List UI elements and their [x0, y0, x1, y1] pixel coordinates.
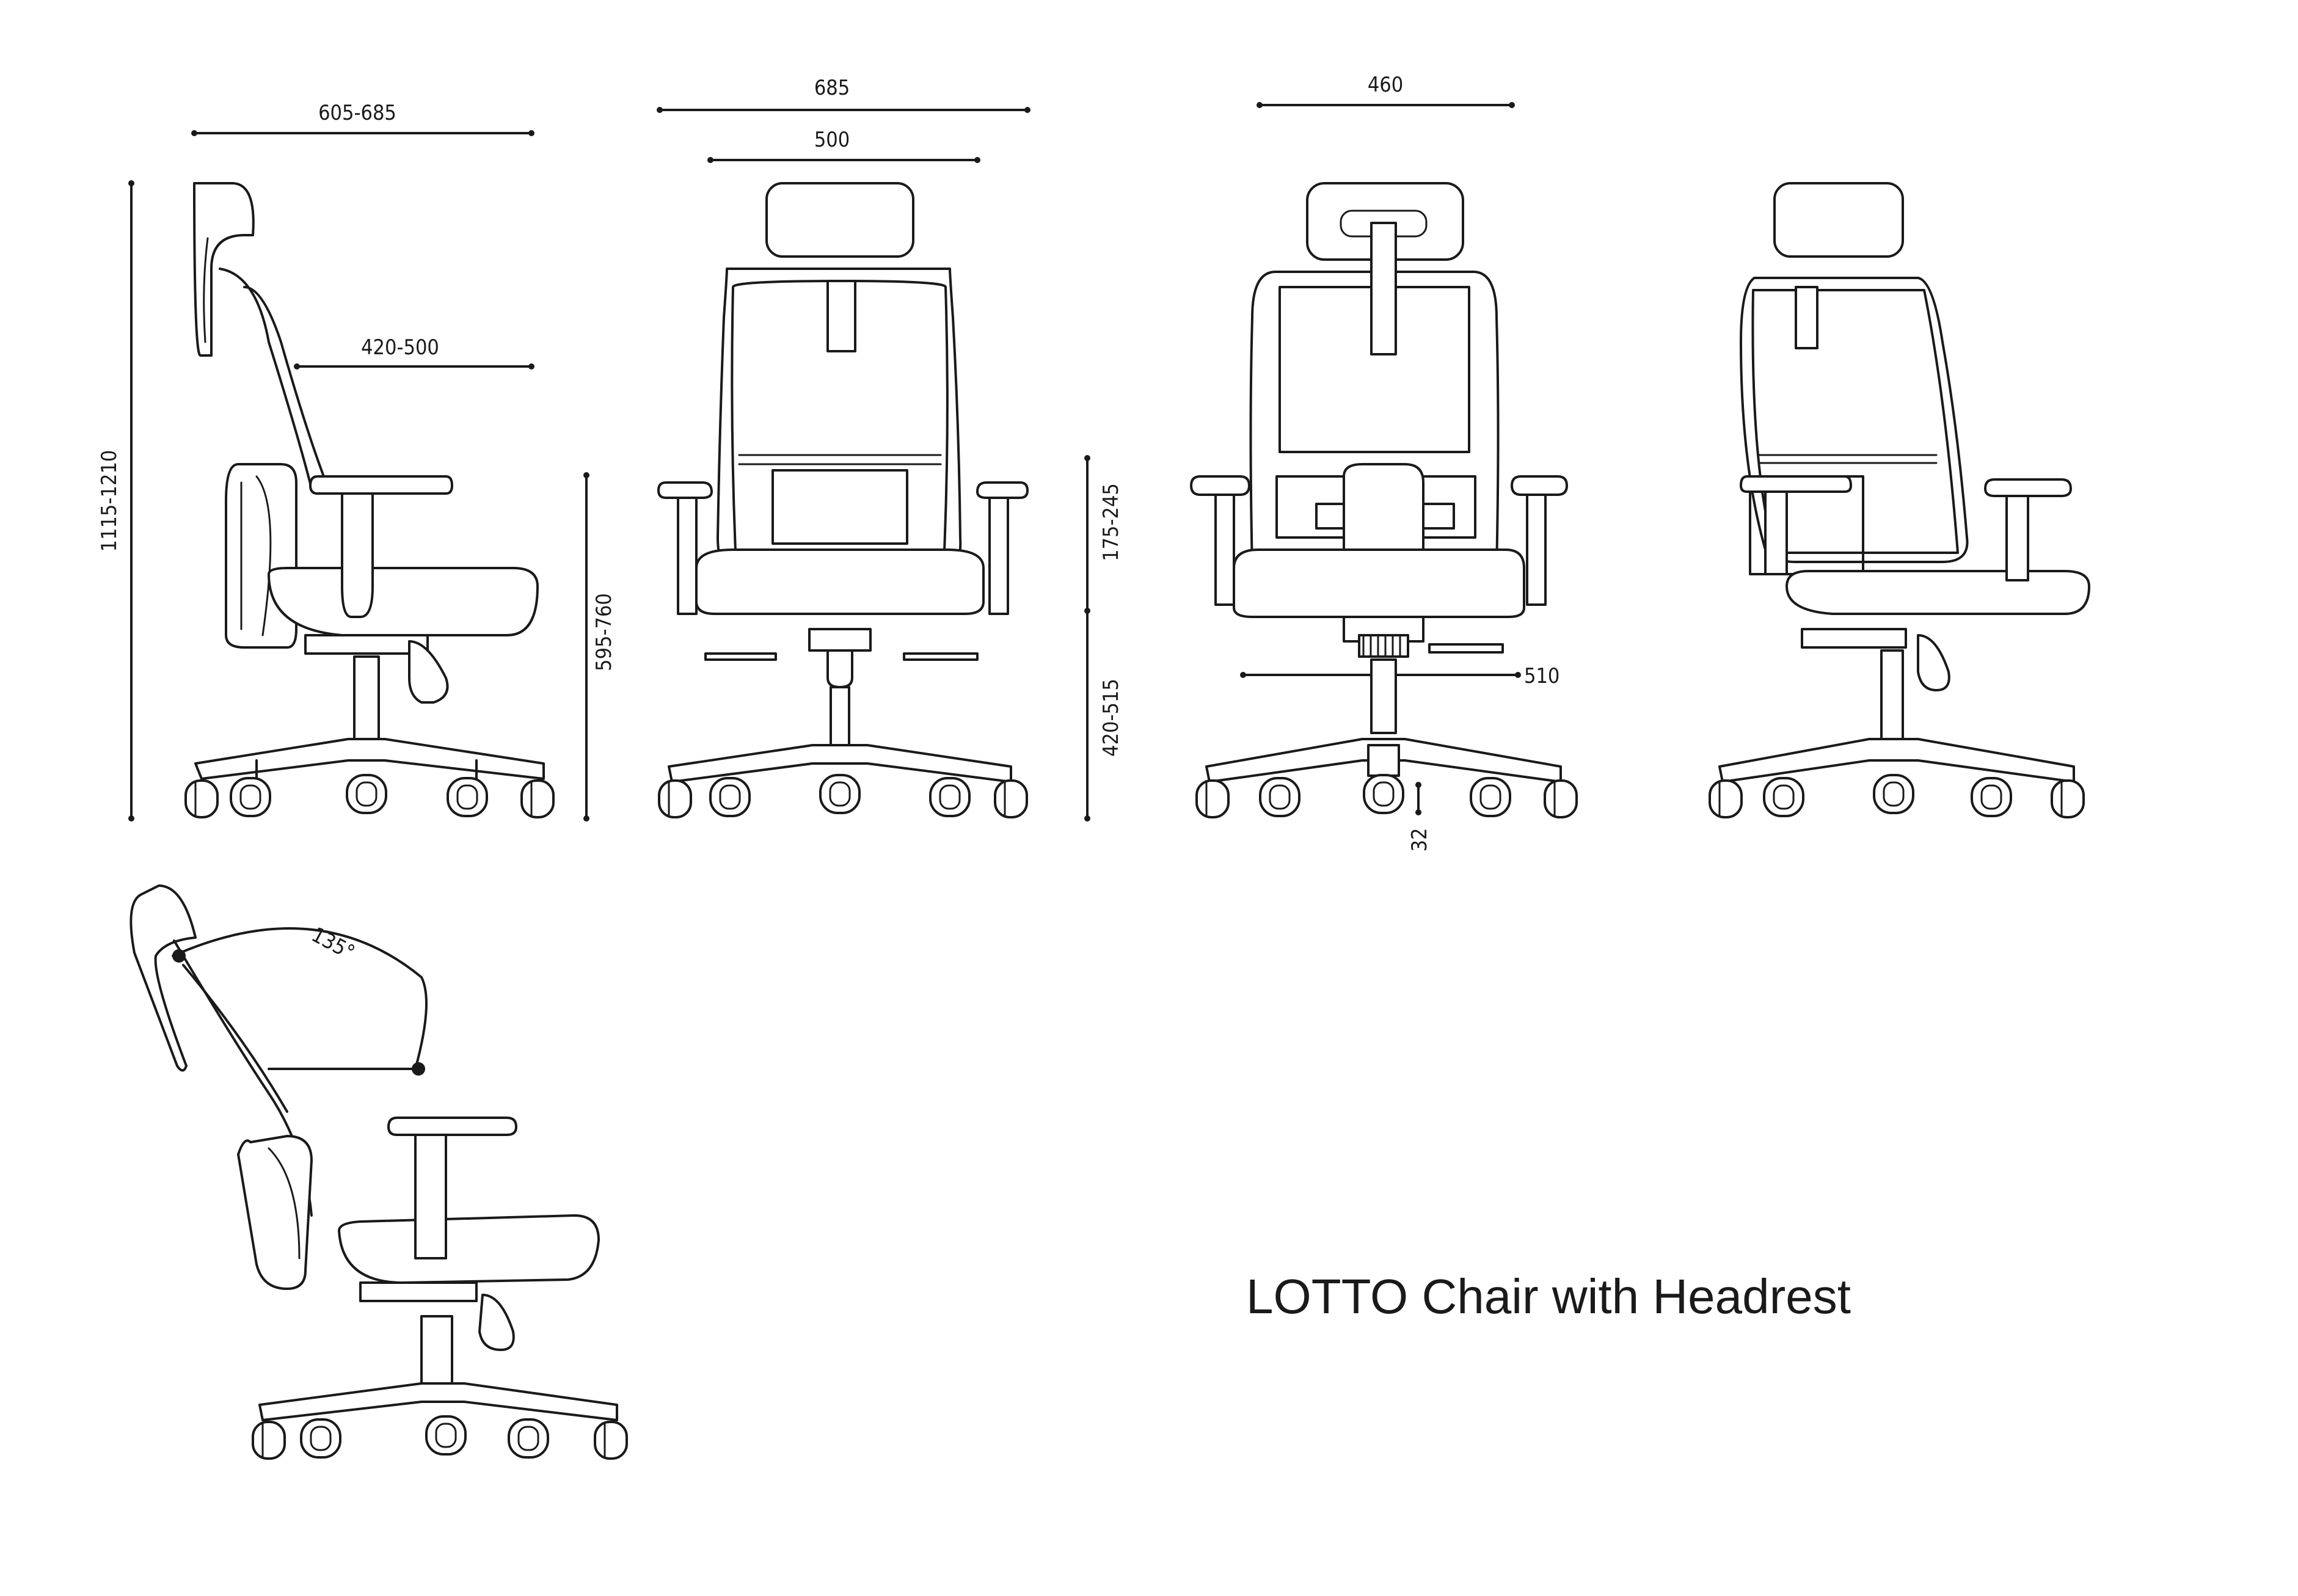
back-chair-drawing — [1190, 182, 1578, 818]
dim-back-caster-height: 32 — [1407, 828, 1432, 852]
dim-front-width: 685 — [814, 76, 850, 100]
product-title: LOTTO Chair with Headrest — [1246, 1269, 1851, 1324]
front-view: 685 500 175-245 420-515 — [657, 76, 1123, 822]
front-chair-drawing — [657, 182, 1029, 818]
dim-back-width: 460 — [1368, 73, 1403, 97]
dim-recline-angle: 135° — [307, 922, 359, 965]
dim-side-seat-depth: 420-500 — [361, 335, 439, 360]
dim-front-back-width: 500 — [814, 128, 850, 152]
dim-side-depth: 605-685 — [318, 101, 396, 125]
back-view: 460 510 32 — [1190, 73, 1578, 852]
side-view: 605-685 420-500 1115-1210 595-760 — [97, 101, 616, 822]
side-chair-drawing — [184, 182, 555, 818]
dim-back-base-width: 510 — [1524, 664, 1559, 688]
dim-side-armrest-height: 595-760 — [592, 593, 616, 671]
recline-view: 135° — [129, 884, 628, 1460]
dim-front-seat-height: 420-515 — [1099, 679, 1123, 757]
dim-side-total-height: 1115-1210 — [97, 450, 122, 552]
recline-chair-drawing — [129, 884, 628, 1460]
three-quarter-view — [1709, 182, 2090, 818]
dim-front-armrest-above-seat: 175-245 — [1099, 483, 1123, 561]
